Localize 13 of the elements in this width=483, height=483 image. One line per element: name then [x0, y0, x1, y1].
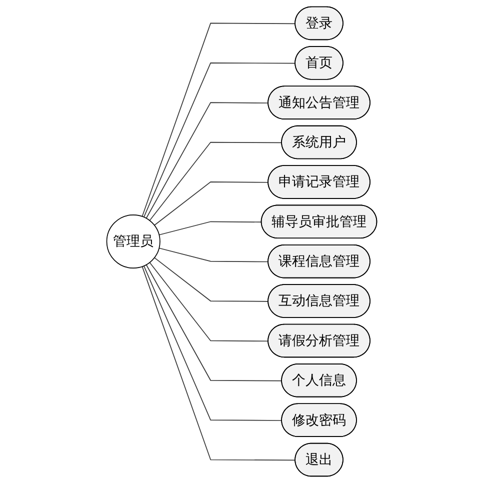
connector: [142, 22, 296, 217]
connector: [149, 262, 269, 342]
connector: [154, 182, 269, 226]
connector: [158, 221, 262, 236]
connector: [143, 265, 282, 421]
connector: [143, 62, 296, 218]
connector: [149, 142, 282, 221]
connector: [158, 248, 269, 262]
connector: [154, 257, 269, 302]
node-circle: 管理员: [106, 214, 160, 269]
connector: [142, 266, 296, 461]
connector: [146, 102, 269, 219]
connector: [146, 264, 282, 382]
